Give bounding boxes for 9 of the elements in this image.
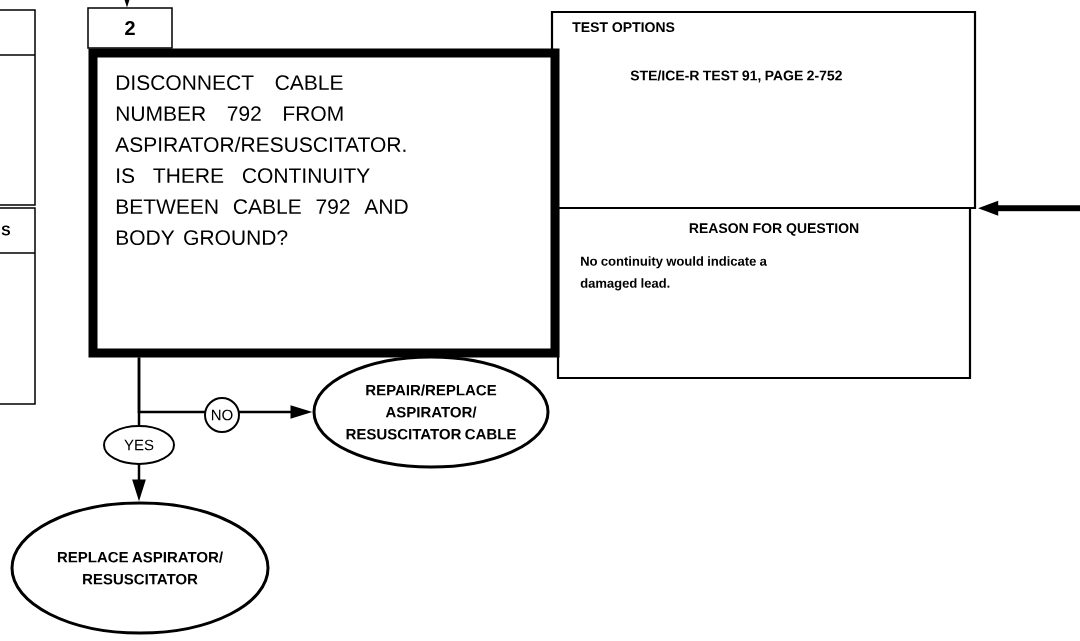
reason-box: REASON FOR QUESTION No continuity would indicate a damaged lead. <box>556 206 972 380</box>
step-number-tab: 2 <box>87 7 173 49</box>
partial-box: S <box>0 207 36 405</box>
action-oval: REPLACE ASPIRATOR/ RESUSCITATOR <box>10 501 270 635</box>
edge-label: NO <box>204 397 240 433</box>
edge-label: YES <box>103 425 175 465</box>
partial-box <box>0 9 36 206</box>
test-options-box: TEST OPTIONS STE/ICE-R TEST 91, PAGE 2-752 <box>550 10 977 210</box>
action-oval: REPAIR/REPLACE ASPIRATOR/ RESUSCITATOR CABLE <box>312 355 550 469</box>
